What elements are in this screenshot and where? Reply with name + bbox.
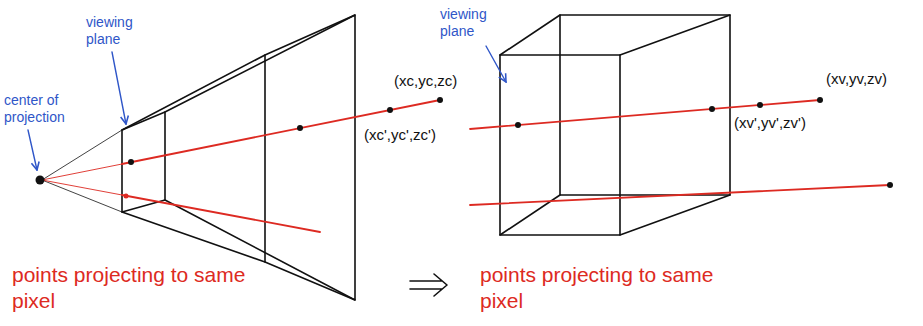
point-dot (128, 159, 134, 165)
projection-ray (42, 180, 122, 195)
projector-line (42, 130, 122, 180)
leader-arrow (28, 130, 37, 170)
annotation-label: viewing plane (86, 14, 148, 48)
projection-ray (42, 164, 122, 180)
projector-line (42, 180, 122, 212)
center-point (36, 176, 45, 185)
coordinate-label: (xc,yc,zc) (394, 72, 457, 90)
projection-ray (122, 195, 320, 232)
point-dot (709, 106, 715, 112)
implies-arrow (410, 274, 447, 296)
point-dot (297, 125, 303, 131)
point-dot (817, 97, 823, 103)
caption-note: points projecting to same pixel (12, 262, 247, 315)
point-dot (387, 107, 393, 113)
point-dot (437, 97, 443, 103)
coordinate-label: (xv,yv,zv) (826, 70, 887, 88)
annotation-label: viewing plane (440, 6, 502, 40)
annotation-label: center of projection (4, 92, 104, 126)
frustum-edge (165, 15, 355, 112)
projection-ray (122, 100, 440, 164)
cube-back-face (560, 15, 730, 195)
coordinate-label: (xv',yv',zv') (734, 114, 806, 132)
frustum-far-face (265, 15, 355, 300)
caption-note: points projecting to same pixel (480, 262, 715, 315)
projection-ray (470, 185, 890, 205)
frustum-edge (122, 55, 265, 130)
frustum-edge (122, 212, 265, 262)
point-dot (887, 182, 893, 188)
leader-arrow (112, 52, 126, 124)
coordinate-label: (xc',yc',zc') (364, 126, 436, 144)
point-dot (515, 122, 521, 128)
point-dot (757, 102, 763, 108)
leader-arrow (486, 46, 506, 82)
point-dot (124, 194, 129, 199)
